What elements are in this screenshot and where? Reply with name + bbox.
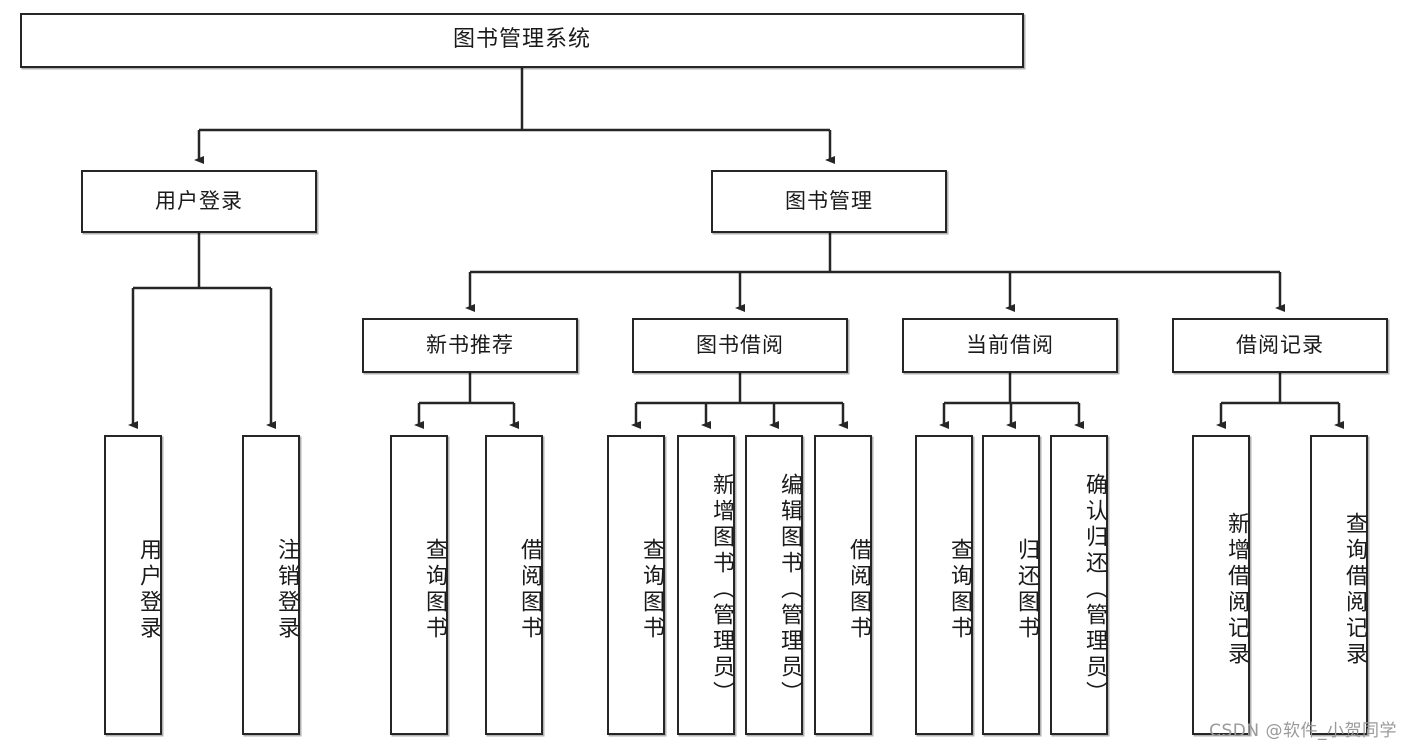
leaf-new-book-query-label: 查询图书 bbox=[422, 538, 447, 642]
leaf-records-query-label: 查询借阅记录 bbox=[1342, 512, 1367, 668]
leaf-records-add-label: 新增借阅记录 bbox=[1224, 512, 1249, 668]
leaf-current-confirm-return-label: 确认归还（管理员） bbox=[1082, 473, 1107, 707]
node-book-borrow-label: 图书借阅 bbox=[696, 332, 784, 357]
node-book-management-label: 图书管理 bbox=[785, 188, 873, 213]
leaf-user-login-signin[interactable]: 用户登录 bbox=[104, 435, 162, 735]
leaf-current-confirm-return[interactable]: 确认归还（管理员） bbox=[1050, 435, 1108, 735]
leaf-borrow-query-book-label: 查询图书 bbox=[639, 538, 664, 642]
leaf-borrow-borrow-book[interactable]: 借阅图书 bbox=[814, 435, 872, 735]
leaf-user-login-signout[interactable]: 注销登录 bbox=[242, 435, 300, 735]
leaf-borrow-add-book[interactable]: 新增图书（管理员） bbox=[677, 435, 735, 735]
node-user-login[interactable]: 用户登录 bbox=[81, 170, 317, 233]
node-new-book-recommend-label: 新书推荐 bbox=[426, 332, 514, 357]
leaf-borrow-edit-book-label: 编辑图书（管理员） bbox=[777, 473, 802, 707]
node-new-book-recommend[interactable]: 新书推荐 bbox=[362, 318, 578, 373]
leaf-new-book-query[interactable]: 查询图书 bbox=[390, 435, 448, 735]
node-book-borrow[interactable]: 图书借阅 bbox=[632, 318, 848, 373]
leaf-borrow-edit-book[interactable]: 编辑图书（管理员） bbox=[745, 435, 803, 735]
node-borrow-records-label: 借阅记录 bbox=[1236, 332, 1324, 357]
leaf-current-return-book-label: 归还图书 bbox=[1014, 538, 1039, 642]
leaf-borrow-add-book-label: 新增图书（管理员） bbox=[709, 473, 734, 707]
leaf-records-add[interactable]: 新增借阅记录 bbox=[1192, 435, 1250, 735]
leaf-current-query-book-label: 查询图书 bbox=[947, 538, 972, 642]
leaf-new-book-borrow-label: 借阅图书 bbox=[517, 538, 542, 642]
node-current-borrow-label: 当前借阅 bbox=[966, 332, 1054, 357]
leaf-current-return-book[interactable]: 归还图书 bbox=[982, 435, 1040, 735]
leaf-borrow-borrow-book-label: 借阅图书 bbox=[846, 538, 871, 642]
leaf-user-login-signin-label: 用户登录 bbox=[136, 538, 161, 642]
node-root[interactable]: 图书管理系统 bbox=[20, 13, 1024, 68]
node-root-label: 图书管理系统 bbox=[452, 27, 591, 53]
leaf-records-query[interactable]: 查询借阅记录 bbox=[1310, 435, 1368, 735]
node-borrow-records[interactable]: 借阅记录 bbox=[1172, 318, 1388, 373]
node-current-borrow[interactable]: 当前借阅 bbox=[902, 318, 1118, 373]
leaf-new-book-borrow[interactable]: 借阅图书 bbox=[485, 435, 543, 735]
leaf-current-query-book[interactable]: 查询图书 bbox=[915, 435, 973, 735]
node-user-login-label: 用户登录 bbox=[155, 188, 243, 213]
leaf-borrow-query-book[interactable]: 查询图书 bbox=[607, 435, 665, 735]
leaf-user-login-signout-label: 注销登录 bbox=[274, 538, 299, 642]
node-book-management[interactable]: 图书管理 bbox=[711, 170, 947, 233]
